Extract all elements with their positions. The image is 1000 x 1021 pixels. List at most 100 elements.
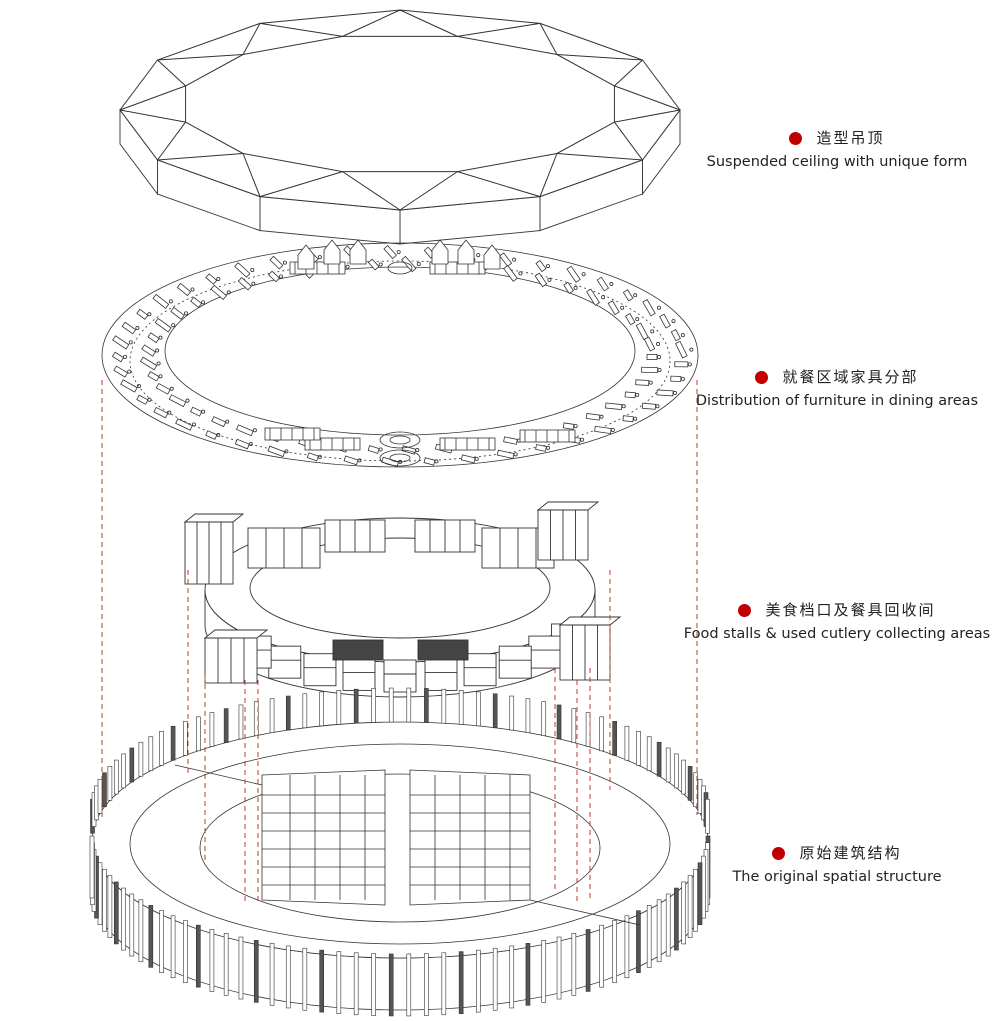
kiosk-house bbox=[349, 239, 367, 265]
dining-chair bbox=[147, 312, 152, 317]
dining-table bbox=[641, 366, 659, 374]
dining-chair bbox=[680, 376, 685, 381]
structure-column-fin bbox=[492, 947, 498, 1011]
structure-column-fin bbox=[107, 875, 113, 938]
dining-table bbox=[112, 335, 130, 350]
structure-column-fin bbox=[129, 893, 135, 957]
dining-chair bbox=[518, 271, 523, 276]
ceiling-fold-line bbox=[342, 9, 401, 37]
layer-label-zh: 造型吊顶 bbox=[816, 129, 885, 147]
structure-column-fin bbox=[159, 731, 164, 766]
dining-chair bbox=[546, 264, 551, 269]
structure-column-fin bbox=[656, 741, 662, 777]
structure-column-fin bbox=[371, 688, 376, 723]
dining-table bbox=[622, 289, 634, 302]
dining-chair bbox=[248, 442, 253, 447]
structure-column-fin bbox=[541, 701, 547, 736]
structure-column-fin bbox=[556, 936, 562, 1000]
dining-table bbox=[235, 424, 254, 437]
dining-table bbox=[139, 356, 158, 371]
structure-column-fin bbox=[585, 929, 591, 992]
dining-table bbox=[641, 402, 657, 410]
layer-label-en: Suspended ceiling with unique form bbox=[706, 154, 968, 170]
dining-chair bbox=[546, 445, 551, 450]
structure-column-fin bbox=[624, 725, 630, 761]
dining-table bbox=[147, 332, 160, 344]
structure-column-fin bbox=[424, 953, 429, 1016]
round-feature-table bbox=[387, 261, 413, 275]
dining-table bbox=[499, 252, 513, 267]
ceiling-fold-line bbox=[399, 171, 458, 211]
structure-column-fin bbox=[687, 875, 693, 938]
structure-column-fin bbox=[148, 736, 154, 771]
dining-table bbox=[234, 438, 250, 450]
cutlery-room-roof bbox=[203, 629, 269, 639]
dining-chair bbox=[396, 250, 401, 255]
structure-column-fin bbox=[541, 940, 547, 1003]
structure-column-fin bbox=[159, 910, 164, 973]
dining-table bbox=[175, 418, 193, 431]
structure-column-fin bbox=[612, 721, 617, 756]
dining-chair bbox=[158, 335, 163, 340]
layer-label-en: The original spatial structure bbox=[732, 869, 942, 885]
ceiling-fold-line bbox=[119, 85, 186, 111]
dining-table bbox=[563, 281, 575, 294]
dining-chair bbox=[573, 285, 578, 290]
layer-label-structure: 原始建筑结构 The original spatial structure bbox=[672, 843, 1000, 887]
dining-table bbox=[659, 313, 671, 329]
dining-table bbox=[121, 321, 137, 335]
red-bullet-icon bbox=[738, 603, 752, 617]
structure-column-fin bbox=[585, 712, 591, 747]
dining-table bbox=[113, 365, 129, 378]
structure-column-fin bbox=[183, 721, 188, 756]
dining-table bbox=[234, 262, 251, 278]
dining-chair bbox=[680, 333, 685, 338]
dining-table bbox=[625, 313, 636, 326]
dining-chair bbox=[599, 414, 604, 419]
dining-chair bbox=[512, 257, 517, 262]
dining-table bbox=[624, 391, 636, 399]
dining-table bbox=[367, 445, 380, 454]
ceiling-inner-rim bbox=[185, 35, 615, 173]
dining-table bbox=[643, 336, 656, 352]
dining-table bbox=[496, 449, 515, 459]
structure-column-fin bbox=[196, 924, 201, 988]
dining-table bbox=[635, 379, 650, 386]
food-stall-unit bbox=[303, 653, 337, 687]
structure-column-fin bbox=[693, 772, 698, 808]
structure-column-fin bbox=[656, 899, 662, 963]
layer-label-zh: 就餐区域家具分部 bbox=[782, 368, 919, 386]
dining-table bbox=[534, 272, 548, 288]
structure-column-fin bbox=[665, 893, 671, 957]
structure-column-fin bbox=[693, 868, 698, 932]
kiosk-house bbox=[431, 239, 449, 265]
ceiling-fold-line bbox=[399, 9, 458, 37]
structure-core-left bbox=[261, 769, 386, 906]
structure-column-fin bbox=[388, 687, 394, 723]
layer-label-furniture: 就餐区域家具分部 Distribution of furniture in di… bbox=[672, 367, 1000, 411]
structure-column-fin bbox=[441, 952, 447, 1016]
ceiling-fold-line bbox=[457, 22, 541, 37]
dining-table bbox=[566, 265, 581, 283]
structure-column-fin bbox=[571, 933, 577, 996]
structure-column-fin bbox=[269, 698, 275, 733]
dining-chair bbox=[580, 437, 585, 442]
ceiling-fold-line bbox=[342, 171, 401, 211]
counter-booth bbox=[304, 437, 361, 451]
cutlery-room-roof bbox=[183, 513, 245, 523]
structure-column-fin bbox=[705, 798, 710, 834]
dining-chair bbox=[284, 449, 289, 454]
structure-inner-ring bbox=[199, 773, 601, 923]
structure-column-fin bbox=[102, 772, 107, 808]
dining-chair bbox=[687, 362, 692, 367]
dining-table bbox=[154, 317, 172, 333]
dining-chair bbox=[136, 383, 141, 388]
dining-table bbox=[205, 273, 218, 285]
dining-table bbox=[268, 270, 280, 283]
layer-label-zh: 原始建筑结构 bbox=[799, 844, 902, 862]
structure-column-fin bbox=[525, 698, 531, 733]
structure-column-fin bbox=[458, 951, 464, 1014]
dining-table bbox=[383, 244, 397, 260]
structure-column-fin bbox=[624, 915, 630, 979]
red-bullet-icon bbox=[789, 131, 803, 145]
